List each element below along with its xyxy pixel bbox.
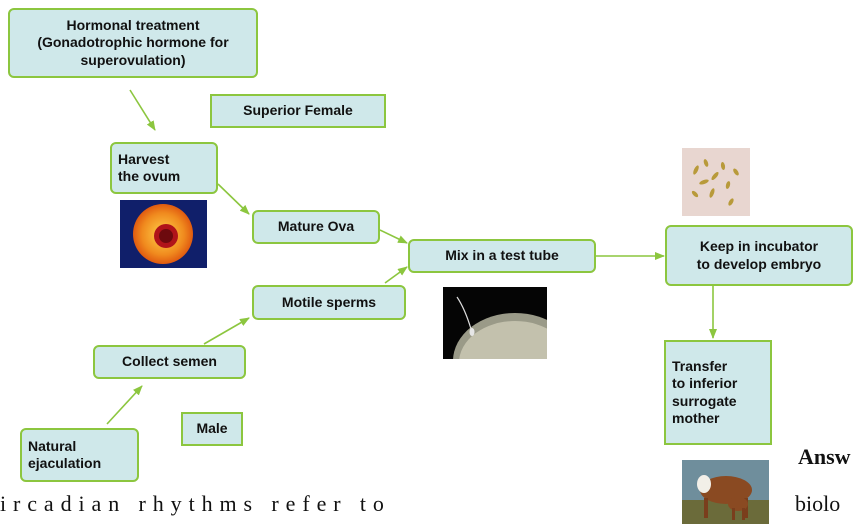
mix-test-tube-box: Mix in a test tube xyxy=(408,239,596,273)
ovum-image xyxy=(120,200,207,268)
hormonal-treatment-box: Hormonal treatment (Gonadotrophic hormon… xyxy=(8,8,258,78)
natural-ejaculation-box: Natural ejaculation xyxy=(20,428,139,482)
arrow-motile-to-mix xyxy=(385,267,407,283)
body-text-circadian: ircadian rhythms refer to xyxy=(0,491,391,517)
arrow-hormonal-to-harvest xyxy=(130,90,155,130)
motile-sperms-box: Motile sperms xyxy=(252,285,406,320)
harvest-ovum-box: Harvest the ovum xyxy=(110,142,218,194)
sperm-egg-image xyxy=(443,287,547,359)
answer-heading-fragment: Answ xyxy=(798,444,851,470)
arrow-mature-ova-to-mix xyxy=(380,230,407,243)
transfer-surrogate-box: Transfer to inferior surrogate mother xyxy=(664,340,772,445)
collect-semen-box: Collect semen xyxy=(93,345,246,379)
cow-calf-image xyxy=(682,460,769,524)
body-text-biolo: biolo xyxy=(795,491,840,517)
incubator-box: Keep in incubator to develop embryo xyxy=(665,225,853,286)
embryo-culture-image xyxy=(682,148,750,216)
male-label: Male xyxy=(181,412,243,446)
mature-ova-box: Mature Ova xyxy=(252,210,380,244)
arrow-harvest-to-mature-ova xyxy=(218,184,249,214)
superior-female-label: Superior Female xyxy=(210,94,386,128)
arrow-collect-to-motile xyxy=(204,318,249,344)
arrow-natural-to-collect xyxy=(107,386,142,424)
